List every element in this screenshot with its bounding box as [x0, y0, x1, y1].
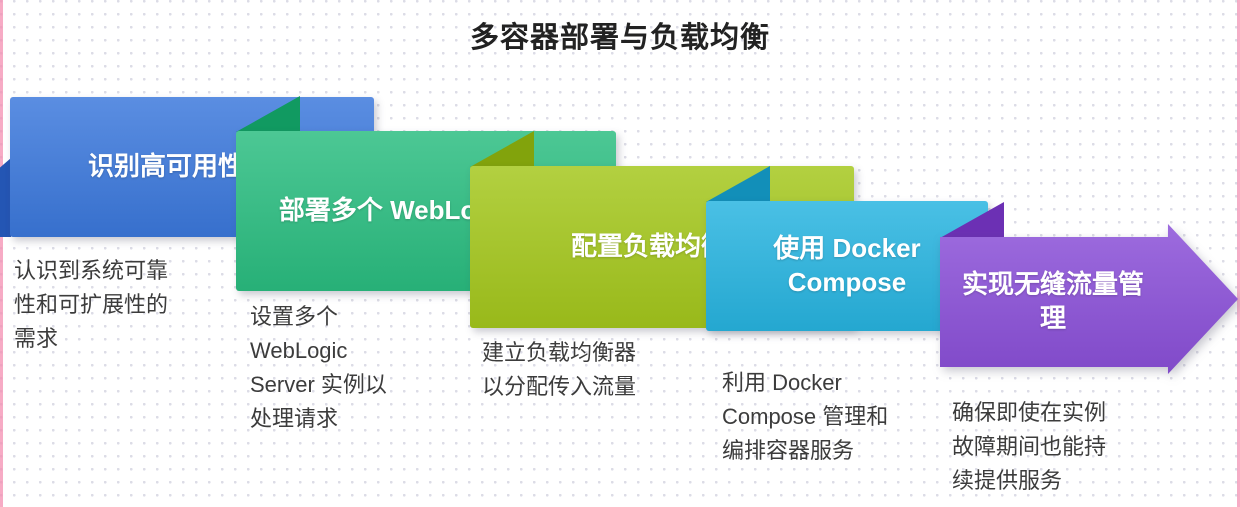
ribbon-fold-step-1 — [0, 158, 11, 237]
diagram-title: 多容器部署与负载均衡 — [469, 22, 770, 54]
step-3-description: 建立负载均衡器以分配传入流量 — [482, 340, 637, 399]
step-1-description: 认识到系统可靠性和可扩展性的需求 — [14, 258, 169, 351]
step-5-title: 实现无缝流量管理 — [961, 269, 1144, 333]
step-4-title: 使用 Docker Compose — [773, 233, 921, 297]
canvas-edge-left — [0, 0, 3, 507]
step-5-title-box: 实现无缝流量管理 — [954, 237, 1152, 367]
step-2-description: 设置多个 WebLogic Server 实例以处理请求 — [250, 304, 387, 431]
step-5-arrow: 实现无缝流量管理 — [940, 224, 1238, 374]
step-5-description: 确保即使在实例故障期间也能持续提供服务 — [952, 400, 1107, 493]
canvas-edge-right — [1237, 0, 1240, 507]
step-4-description: 利用 Docker Compose 管理和编排容器服务 — [722, 370, 889, 463]
step-5-arrow-shape — [940, 224, 1238, 374]
